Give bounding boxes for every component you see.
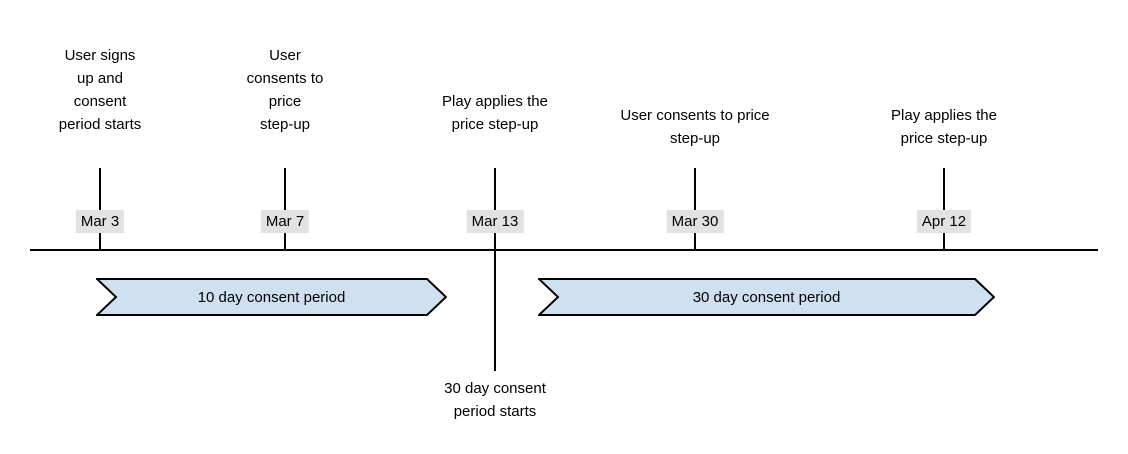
period-arrow-shape-0 <box>96 278 447 316</box>
event-label-0: User signs up and consent period starts <box>58 47 142 133</box>
event-label-2: Play applies the price step-up <box>442 93 548 133</box>
event-tick-0 <box>99 168 101 210</box>
event-tick-lower-4 <box>943 233 945 250</box>
event-label-1: User consents to price step-up <box>246 47 324 133</box>
event-tick-1 <box>284 168 286 210</box>
event-date-chip-0: Mar 3 <box>75 210 125 233</box>
event-label-4: Play applies the price step-up <box>891 107 997 147</box>
event-date-chip-1: Mar 7 <box>260 210 310 233</box>
event-tick-lower-3 <box>694 233 696 250</box>
event-date-chip-3: Mar 30 <box>666 210 724 233</box>
event-tick-lower-1 <box>284 233 286 250</box>
period-label-1: 30 day consent period <box>692 288 841 306</box>
event-label-3: User consents to price step-up <box>620 107 770 147</box>
period-arrow-0: 10 day consent period <box>96 278 447 316</box>
event-tick-lower-0 <box>99 233 101 250</box>
event-date-chip-4: Apr 12 <box>916 210 972 233</box>
period-arrow-shape-1 <box>538 278 995 316</box>
period-label-0: 10 day consent period <box>197 288 346 306</box>
event-tick-2 <box>494 168 496 210</box>
event-tick-4 <box>943 168 945 210</box>
timeline-axis <box>30 249 1098 251</box>
event-tick-3 <box>694 168 696 210</box>
event-tick-lower-2 <box>494 233 496 371</box>
event-date-chip-2: Mar 13 <box>466 210 524 233</box>
below-label-0: 30 day consent period starts <box>444 380 546 420</box>
period-arrow-1: 30 day consent period <box>538 278 995 316</box>
